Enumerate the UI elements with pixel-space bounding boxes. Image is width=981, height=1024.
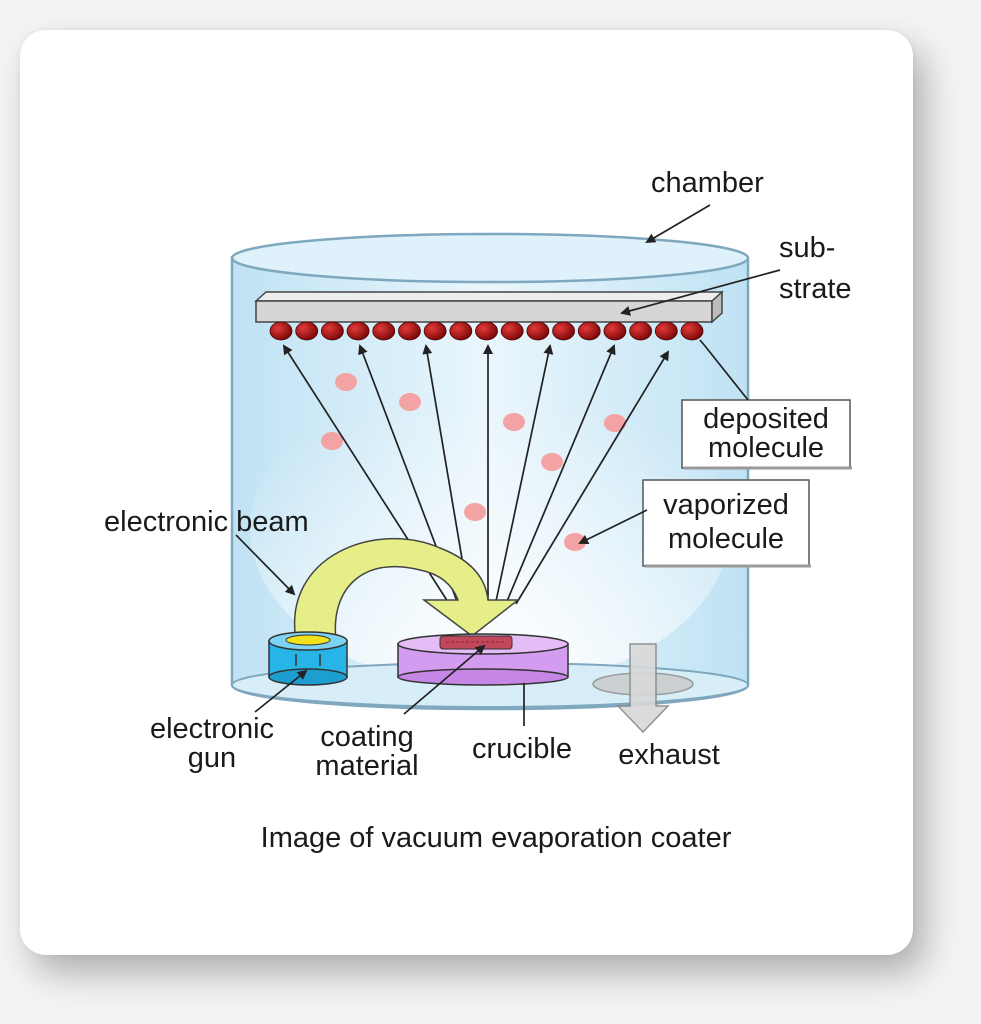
diagram-caption: Image of vacuum evaporation coater: [261, 822, 732, 854]
label-electronic-gun-1: electronic: [150, 713, 274, 745]
label-vaporized-1: vaporized: [663, 489, 789, 521]
deposited-molecule: [500, 321, 524, 341]
label-electronic-gun-2: gun: [188, 742, 236, 774]
deposited-molecule: [398, 321, 421, 341]
label-crucible: crucible: [472, 733, 572, 765]
label-deposited-2: molecule: [708, 432, 824, 464]
deposited-molecule: [577, 321, 601, 341]
label-coating-2: material: [315, 750, 418, 782]
leader-lines: [235, 204, 781, 726]
deposited-molecule: [629, 321, 653, 341]
electron-beam: [293, 538, 521, 641]
deposited-molecule: [526, 321, 550, 341]
deposited-molecule: [423, 321, 447, 341]
deposited-molecule: [295, 321, 319, 341]
label-substrate-2: strate: [779, 273, 852, 305]
deposited-molecule: [552, 321, 575, 341]
label-boxes: [642, 399, 852, 568]
deposited-molecule: [654, 321, 678, 341]
electronic-gun: [268, 631, 348, 686]
label-coating-1: coating: [320, 721, 414, 753]
label-substrate-1: sub-: [779, 232, 835, 264]
crucible: [397, 633, 569, 686]
vaporized-molecules: [321, 373, 626, 551]
deposited-molecules: [269, 321, 704, 341]
label-chamber: chamber: [651, 167, 764, 199]
deposited-molecule: [269, 321, 293, 341]
label-electronic-beam: electronic beam: [104, 506, 309, 538]
deposited-molecule: [372, 321, 396, 341]
deposited-molecule: [449, 321, 473, 341]
deposited-molecule: [346, 321, 370, 341]
substrate: [254, 290, 724, 324]
label-vaporized-2: molecule: [668, 523, 784, 555]
deposited-molecule: [320, 321, 344, 341]
exhaust-port: [592, 643, 694, 734]
deposited-molecule: [680, 321, 704, 341]
deposited-molecule: [475, 321, 498, 341]
label-deposited-1: deposited: [703, 403, 829, 435]
deposited-molecule: [603, 321, 627, 341]
label-exhaust: exhaust: [618, 739, 720, 771]
